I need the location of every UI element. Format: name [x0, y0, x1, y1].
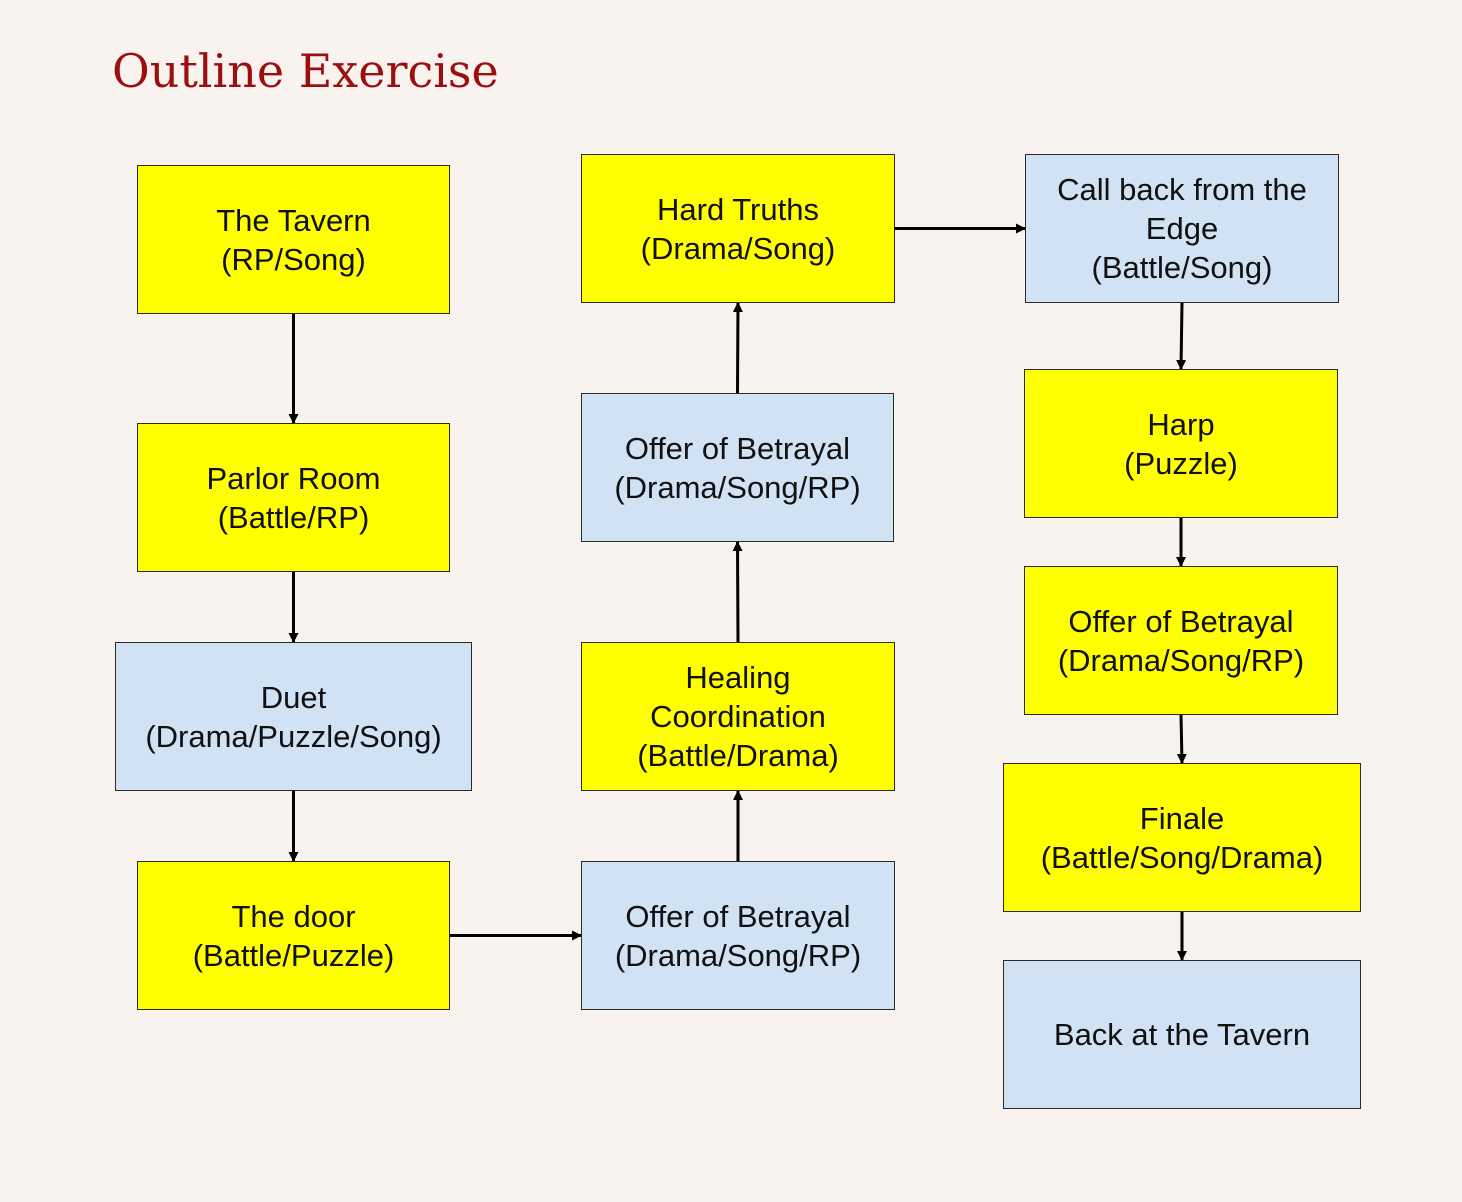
node-label: Offer of Betrayal (Drama/Song/RP)	[614, 430, 861, 505]
node-label: Call back from the Edge (Battle/Song)	[1057, 172, 1307, 285]
node-finale: Finale (Battle/Song/Drama)	[1003, 763, 1361, 912]
node-label: Offer of Betrayal (Drama/Song/RP)	[1057, 603, 1305, 678]
arrow-callback-to-harp	[1176, 302, 1187, 370]
node-tavern: The Tavern (RP/Song)	[137, 165, 450, 314]
node-label: Offer of Betrayal (Drama/Song/RP)	[614, 898, 862, 973]
node-harp: Harp (Puzzle)	[1024, 369, 1338, 518]
page-title: Outline Exercise	[112, 44, 499, 98]
node-label: Parlor Room (Battle/RP)	[206, 460, 381, 535]
node-door: The door (Battle/Puzzle)	[137, 861, 450, 1010]
node-betrayal1: Offer of Betrayal (Drama/Song/RP)	[581, 861, 895, 1010]
node-label: Healing Coordination (Battle/Drama)	[637, 660, 839, 773]
node-truths: Hard Truths (Drama/Song)	[581, 154, 895, 303]
node-duet: Duet (Drama/Puzzle/Song)	[115, 642, 472, 791]
node-back: Back at the Tavern	[1003, 960, 1361, 1109]
node-callback: Call back from the Edge (Battle/Song)	[1025, 154, 1339, 303]
node-label: Finale (Battle/Song/Drama)	[1040, 800, 1324, 875]
node-label: The Tavern (RP/Song)	[216, 202, 371, 277]
node-betrayal3: Offer of Betrayal (Drama/Song/RP)	[1024, 566, 1338, 715]
node-label: Back at the Tavern	[1053, 1017, 1311, 1052]
node-healing: Healing Coordination (Battle/Drama)	[581, 642, 895, 791]
node-label: Harp (Puzzle)	[1124, 406, 1238, 481]
node-parlor: Parlor Room (Battle/RP)	[137, 423, 450, 572]
arrow-betrayal2-to-truths	[732, 302, 743, 394]
arrow-healing-to-betrayal2	[732, 541, 743, 643]
node-label: Hard Truths (Drama/Song)	[640, 191, 836, 266]
node-betrayal2: Offer of Betrayal (Drama/Song/RP)	[581, 393, 894, 542]
node-label: Duet (Drama/Puzzle/Song)	[145, 679, 442, 754]
node-label: The door (Battle/Puzzle)	[192, 898, 395, 973]
arrow-betrayal3-to-finale	[1176, 714, 1187, 764]
